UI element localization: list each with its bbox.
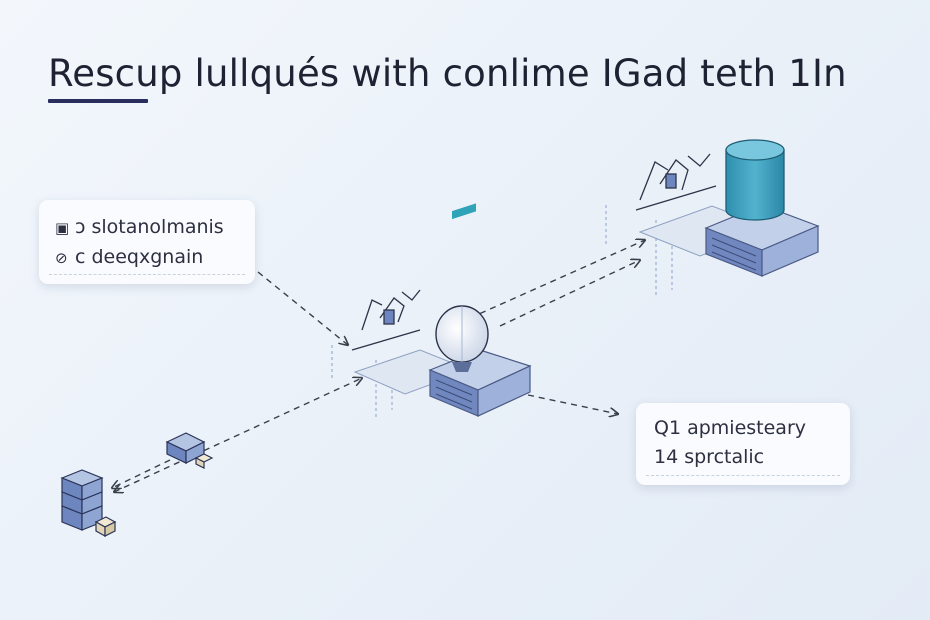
arrow-gateway-to-database-upper (470, 240, 645, 318)
storage-stack-icon (60, 469, 117, 538)
arrow-cube-to-stack (112, 459, 171, 488)
note-right-text-1: Q1 apmiesteary (654, 417, 806, 439)
arrow-gateway-to-note (527, 394, 618, 414)
satellite-dish-icon (435, 305, 489, 372)
blocked-glyph-icon: ⊘ (55, 249, 68, 267)
title-underline (48, 99, 148, 103)
note-left-text-1: ɔ slotanolmanis (75, 216, 224, 238)
diagram-title: Rescup lullqués with conlime IGad teth 1… (48, 52, 847, 95)
database-server-icon (605, 153, 820, 295)
gateway-server-icon (331, 203, 532, 420)
note-left-line-2: ⊘ c deeqxgnain (55, 246, 203, 268)
small-cube-icon (165, 432, 214, 469)
note-card-right: Q1 apmiesteary 14 sprctalic (636, 403, 850, 485)
arrow-note-to-gateway (257, 271, 348, 345)
arrow-storage-to-gateway (114, 378, 362, 492)
note-right-text-2: 14 sprctalic (654, 446, 765, 468)
database-cylinder-icon (725, 139, 785, 221)
note-card-left: ▣ ɔ slotanolmanis ⊘ c deeqxgnain (39, 200, 255, 284)
note-left-text-2: c deeqxgnain (75, 246, 204, 268)
arrow-gateway-to-database-lower (499, 260, 640, 327)
server-glyph-icon: ▣ (55, 219, 70, 237)
note-left-line-1: ▣ ɔ slotanolmanis (55, 216, 224, 238)
